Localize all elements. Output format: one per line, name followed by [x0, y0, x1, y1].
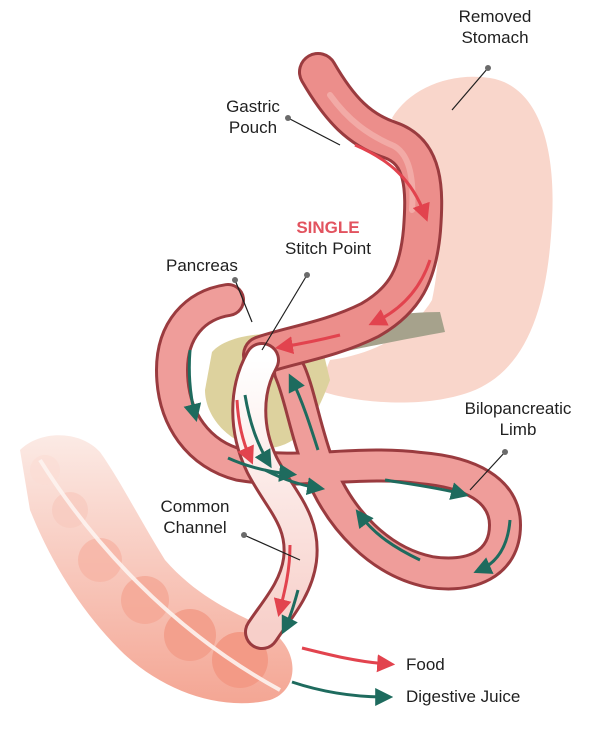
common-channel-label-line2: Channel — [163, 518, 227, 537]
bilopancreatic-limb-label: Bilopancreatic Limb — [448, 398, 588, 440]
pancreas-label: Pancreas — [166, 256, 238, 275]
removed-stomach — [318, 76, 553, 403]
bilopancreatic-label-line1: Bilopancreatic — [464, 399, 572, 418]
single-label: SINGLE — [296, 218, 360, 237]
legend-food-arrow — [301, 646, 396, 673]
bilopancreatic-label-line2: Limb — [499, 420, 537, 439]
legend-juice-arrow — [291, 680, 394, 706]
digestive-juice-flow-arrows — [183, 349, 512, 635]
legend-food-label: Food — [406, 655, 445, 674]
gastric-pouch-label-line1: Gastric — [226, 97, 280, 116]
food-flow-arrows — [235, 143, 432, 617]
stitch-point-label: SINGLE Stitch Point — [268, 217, 388, 259]
removed-stomach-label-line2: Stomach — [461, 28, 529, 47]
legend-juice-label: Digestive Juice — [406, 687, 521, 706]
leader-lines — [234, 67, 506, 561]
stitch-point-text: Stitch Point — [285, 239, 371, 258]
gastric-pouch-label-line2: Pouch — [228, 118, 278, 137]
removed-stomach-label-line1: Removed — [458, 7, 532, 26]
gastric-pouch-label: Gastric Pouch — [218, 96, 288, 138]
common-channel-label-line1: Common — [160, 497, 230, 516]
leader-dots — [232, 65, 508, 538]
removed-stomach-label: Removed Stomach — [440, 6, 550, 48]
common-channel-label: Common Channel — [150, 496, 240, 538]
